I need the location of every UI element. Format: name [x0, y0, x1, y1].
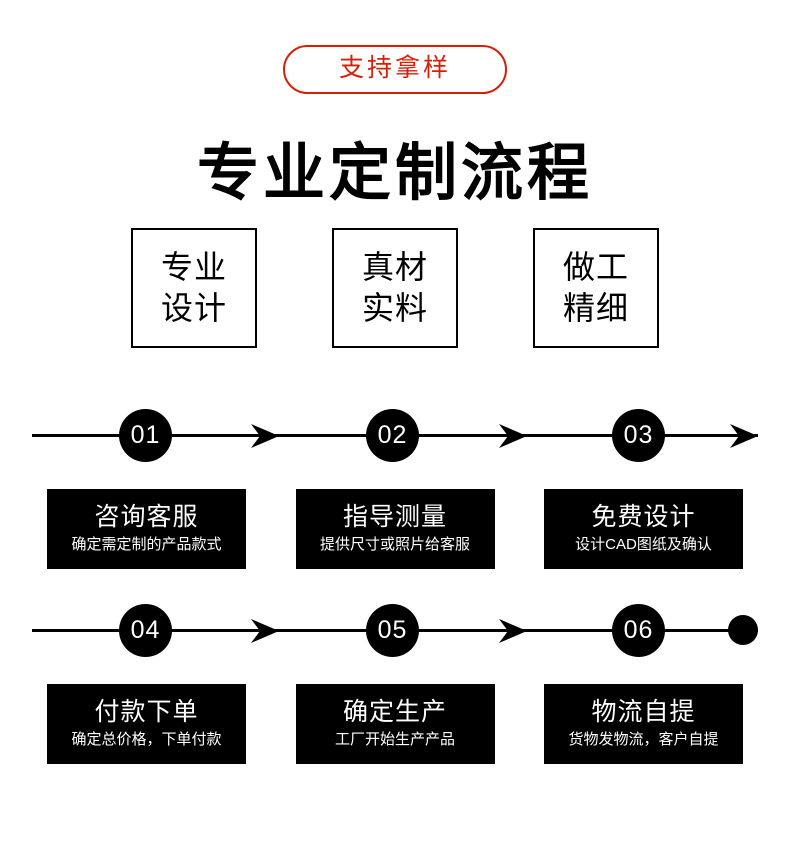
step-title: 确定生产	[342, 697, 447, 726]
step-title: 付款下单	[94, 697, 199, 726]
timeline-row-1: 01 02 03	[0, 408, 790, 464]
feature-box-design: 专业 设计	[131, 228, 257, 348]
step-card-06: 物流自提 货物发物流，客户自提	[544, 684, 743, 764]
feature-line-1: 真材	[361, 249, 428, 286]
step-caption-row-2: 付款下单 确定总价格，下单付款 确定生产 工厂开始生产产品 物流自提 货物发物流…	[47, 684, 743, 764]
feature-box-group: 专业 设计 真材 实料 做工 精细	[131, 228, 659, 348]
page-title-container: 专业定制流程	[0, 97, 790, 250]
arrow-icon	[247, 419, 281, 453]
page-title: 专业定制流程	[196, 138, 593, 208]
timeline-node-05: 05	[366, 604, 419, 657]
timeline-node-06: 06	[612, 604, 665, 657]
step-title: 免费设计	[591, 502, 696, 531]
arrow-icon	[495, 419, 529, 453]
step-desc: 提供尺寸或照片给客服	[319, 536, 470, 554]
dot-icon-end	[728, 615, 758, 645]
timeline-node-03: 03	[612, 409, 665, 462]
arrow-icon	[247, 614, 281, 648]
step-card-02: 指导测量 提供尺寸或照片给客服	[295, 489, 495, 569]
step-desc: 确定总价格，下单付款	[71, 731, 222, 749]
sample-badge-container: 支持拿样	[0, 45, 790, 94]
step-title: 指导测量	[342, 502, 447, 531]
feature-line-1: 专业	[160, 249, 227, 286]
support-sample-badge: 支持拿样	[282, 45, 507, 94]
arrow-icon	[495, 614, 529, 648]
feature-box-material: 真材 实料	[332, 228, 458, 348]
feature-line-2: 设计	[160, 290, 227, 326]
step-card-04: 付款下单 确定总价格，下单付款	[47, 684, 246, 764]
step-card-05: 确定生产 工厂开始生产产品	[295, 684, 495, 764]
feature-line-2: 实料	[361, 290, 428, 326]
feature-line-1: 做工	[562, 249, 629, 286]
step-card-03: 免费设计 设计CAD图纸及确认	[544, 489, 743, 569]
step-desc: 确定需定制的产品款式	[71, 536, 222, 554]
step-desc: 设计CAD图纸及确认	[575, 536, 712, 554]
timeline-node-04: 04	[119, 604, 172, 657]
feature-box-craft: 做工 精细	[533, 228, 659, 348]
timeline-node-02: 02	[366, 409, 419, 462]
step-title: 咨询客服	[94, 502, 199, 531]
timeline-row-2: 04 05 06	[0, 603, 790, 659]
step-card-01: 咨询客服 确定需定制的产品款式	[47, 489, 246, 569]
step-caption-row-1: 咨询客服 确定需定制的产品款式 指导测量 提供尺寸或照片给客服 免费设计 设计C…	[47, 489, 743, 569]
feature-line-2: 精细	[562, 290, 629, 326]
timeline-node-01: 01	[119, 409, 172, 462]
step-desc: 工厂开始生产产品	[334, 731, 455, 749]
step-desc: 货物发物流，客户自提	[568, 731, 719, 749]
step-title: 物流自提	[591, 697, 696, 726]
arrow-icon-end	[726, 419, 760, 453]
